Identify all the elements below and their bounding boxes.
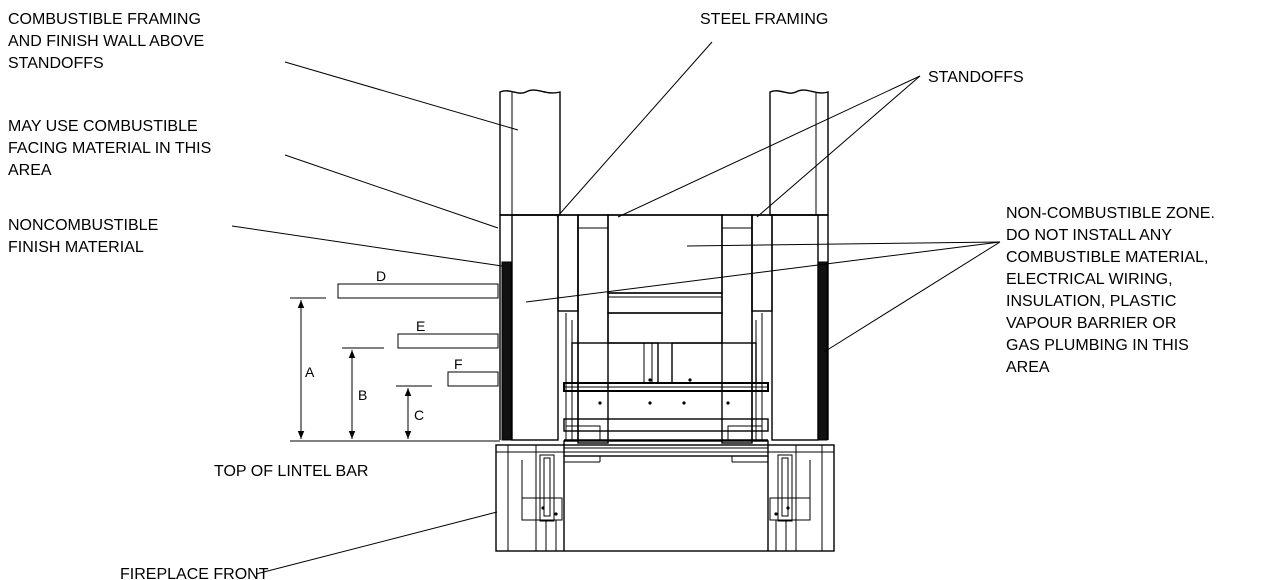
dim-label-c: C (414, 407, 424, 423)
dim-label-d: D (376, 268, 386, 284)
dim-label-b: B (358, 387, 367, 403)
left-noncombustible-finish (501, 261, 512, 441)
right-burner-box (671, 342, 757, 384)
left-lower-framing (511, 214, 559, 441)
header-framing (500, 214, 828, 444)
leader-lines (231, 41, 1001, 575)
dim-label-e: E (416, 318, 425, 334)
fireplace-front-body (495, 444, 835, 552)
dimension-lines (290, 283, 499, 439)
fireplace-front (495, 440, 835, 552)
label-combustible-facing: MAY USE COMBUSTIBLE FACING MATERIAL IN T… (8, 118, 216, 179)
fireplace-upper (563, 313, 769, 441)
dim-label-a: A (305, 364, 315, 380)
right-steel-channel (721, 214, 753, 444)
label-noncombustible-finish: NONCOMBUSTIBLE FINISH MATERIAL (8, 217, 163, 256)
header-standoff (607, 214, 723, 294)
left-combustible-stud (499, 89, 561, 216)
dim-label-f: F (454, 356, 463, 372)
right-lower-framing (771, 214, 819, 441)
left-steel-channel (577, 214, 609, 444)
label-noncombustible-zone: NON-COMBUSTIBLE ZONE. DO NOT INSTALL ANY… (1006, 205, 1219, 376)
label-combustible-framing: COMBUSTIBLE FRAMING AND FINISH WALL ABOV… (8, 11, 209, 72)
callout-labels: COMBUSTIBLE FRAMING AND FINISH WALL ABOV… (8, 11, 1219, 580)
dimension-labels: A B C D E F (305, 268, 463, 423)
right-combustible-stud (769, 89, 829, 216)
right-standoff (751, 214, 773, 312)
label-steel-framing: STEEL FRAMING (700, 11, 828, 28)
label-fireplace-front: FIREPLACE FRONT (120, 566, 269, 580)
label-lintel: TOP OF LINTEL BAR (214, 463, 368, 480)
label-standoffs: STANDOFFS (928, 69, 1024, 86)
left-burner-box (571, 342, 659, 384)
